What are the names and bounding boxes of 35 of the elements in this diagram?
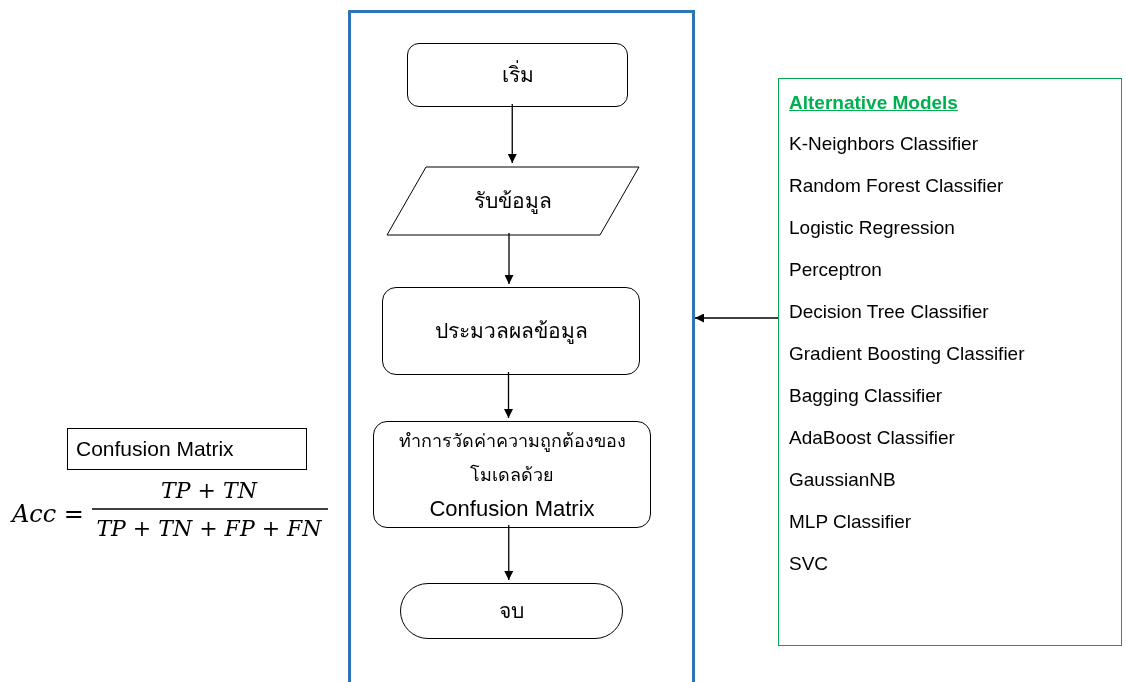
list-item: K-Neighbors Classifier <box>789 132 978 156</box>
node-text: ทำการวัดค่าความถูกต้องของโมเดลด้วย <box>397 430 627 487</box>
arrow <box>504 232 514 285</box>
list-item: Bagging Classifier <box>789 384 943 408</box>
input-parallelogram <box>386 166 640 236</box>
list-item: MLP Classifier <box>789 510 912 534</box>
container-box <box>348 10 695 682</box>
process-box <box>373 421 651 528</box>
process-box <box>382 287 640 375</box>
list-item: GaussianNB <box>789 468 896 492</box>
denominator: TP + TN + FP + FN <box>95 515 323 543</box>
list-item: AdaBoost Classifier <box>789 426 955 450</box>
title-box <box>67 428 307 470</box>
end-terminal <box>400 583 623 639</box>
node-text: ประมวลผลข้อมูล <box>434 318 588 346</box>
node-text: เริ่ม <box>501 59 534 91</box>
list-item: Logistic Regression <box>789 216 955 240</box>
list-item: Random Forest Classifier <box>789 174 1004 198</box>
node-text: รับข้อมูล <box>474 188 552 216</box>
list-item: Decision Tree Classifier <box>789 300 989 324</box>
numerator: TP + TN <box>160 477 259 505</box>
arrow <box>694 313 779 323</box>
formula-left-side: Acc = <box>12 499 84 530</box>
list-item: Gradient Boosting Classifier <box>789 342 1025 366</box>
arrow <box>504 371 513 419</box>
list-heading: Alternative Models <box>789 91 958 115</box>
list-item: Perceptron <box>789 258 882 282</box>
arrow <box>507 103 517 164</box>
node-text: จบ <box>499 598 524 625</box>
list-item: SVC <box>789 552 829 576</box>
models-list-box <box>778 78 1122 646</box>
node-text: Confusion Matrix <box>429 495 595 523</box>
start-terminal <box>407 43 628 107</box>
node-text: Confusion Matrix <box>76 436 234 463</box>
arrow <box>504 524 514 581</box>
